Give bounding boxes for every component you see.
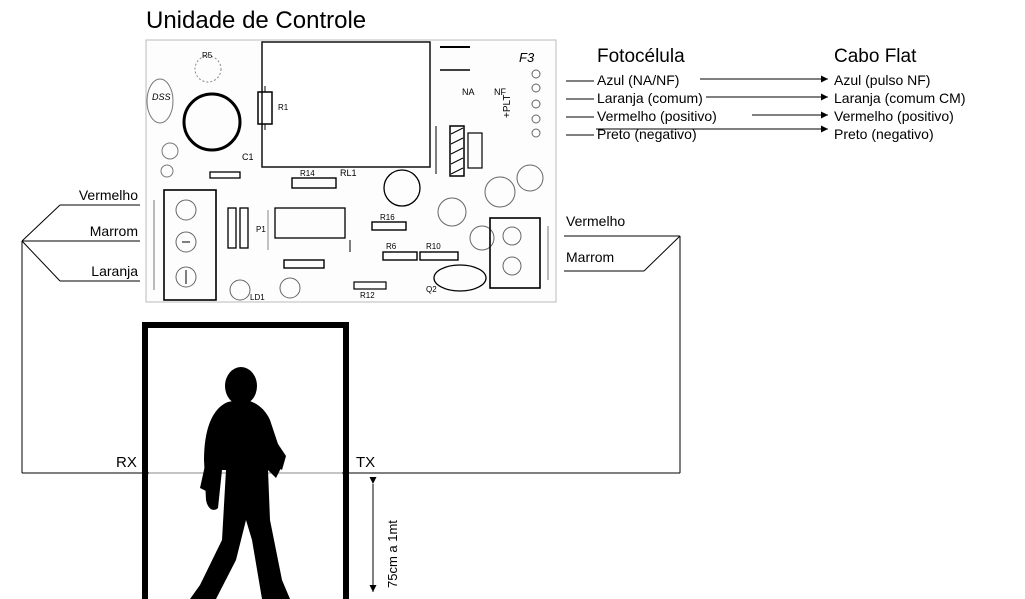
cabo-flat-wire: Preto (negativo) bbox=[834, 126, 934, 142]
page-title: Unidade de Controle bbox=[146, 7, 366, 34]
cabo-flat-wire: Vermelho (positivo) bbox=[834, 108, 954, 124]
tx-wiring bbox=[348, 235, 681, 474]
rx-wire-label: Laranja bbox=[91, 263, 138, 279]
rx-wire-label: Marrom bbox=[90, 223, 138, 239]
doorway bbox=[142, 322, 349, 599]
fotocelula-wire: Laranja (comum) bbox=[597, 90, 703, 106]
svg-text:RL1: RL1 bbox=[340, 168, 357, 178]
svg-text:R6: R6 bbox=[386, 242, 397, 251]
height-dimension: 75cm a 1mt bbox=[369, 477, 400, 592]
rx-label: RX bbox=[116, 454, 137, 471]
height-label: 75cm a 1mt bbox=[385, 520, 400, 588]
fotocelula-heading: Fotocélula bbox=[597, 46, 685, 67]
svg-text:P1: P1 bbox=[256, 225, 266, 234]
board-silkscreen: F3 DSS C1 R5 R1 RL1 R14 R12 R6 R10 R16 Q… bbox=[152, 50, 535, 302]
svg-text:Q2: Q2 bbox=[426, 285, 437, 294]
svg-text:R5: R5 bbox=[202, 51, 213, 60]
svg-text:R12: R12 bbox=[360, 291, 375, 300]
rx-terminal-block bbox=[163, 189, 217, 301]
person-silhouette-icon bbox=[190, 367, 290, 599]
rx-wire-label: Vermelho bbox=[79, 187, 138, 203]
rx-wiring bbox=[21, 204, 142, 474]
svg-text:R1: R1 bbox=[278, 103, 289, 112]
fotocelula-wire: Vermelho (positivo) bbox=[597, 108, 717, 124]
svg-text:F3: F3 bbox=[519, 50, 535, 65]
control-unit-board bbox=[145, 39, 557, 303]
svg-text:R16: R16 bbox=[380, 213, 395, 222]
svg-text:NF: NF bbox=[494, 87, 506, 97]
tx-terminal-block bbox=[489, 217, 541, 289]
svg-text:R10: R10 bbox=[426, 242, 441, 251]
svg-text:R14: R14 bbox=[300, 169, 315, 178]
cabo-flat-wire: Laranja (comum CM) bbox=[834, 90, 965, 106]
tx-label: TX bbox=[356, 454, 375, 471]
svg-text:+PLT: +PLT bbox=[502, 95, 513, 118]
cabo-flat-heading: Cabo Flat bbox=[834, 46, 917, 67]
svg-text:DSS: DSS bbox=[152, 92, 171, 102]
svg-text:LD1: LD1 bbox=[250, 293, 265, 302]
svg-text:NA: NA bbox=[462, 87, 475, 97]
relay-outline bbox=[261, 41, 431, 168]
tx-wire-label: Vermelho bbox=[566, 213, 625, 229]
fotocelula-wire: Preto (negativo) bbox=[597, 126, 697, 142]
tx-wire-label: Marrom bbox=[566, 249, 614, 265]
cabo-flat-wire: Azul (pulso NF) bbox=[834, 72, 930, 88]
fotocelula-wire: Azul (NA/NF) bbox=[597, 72, 679, 88]
svg-text:C1: C1 bbox=[242, 152, 254, 162]
wire-mapping bbox=[566, 75, 828, 136]
